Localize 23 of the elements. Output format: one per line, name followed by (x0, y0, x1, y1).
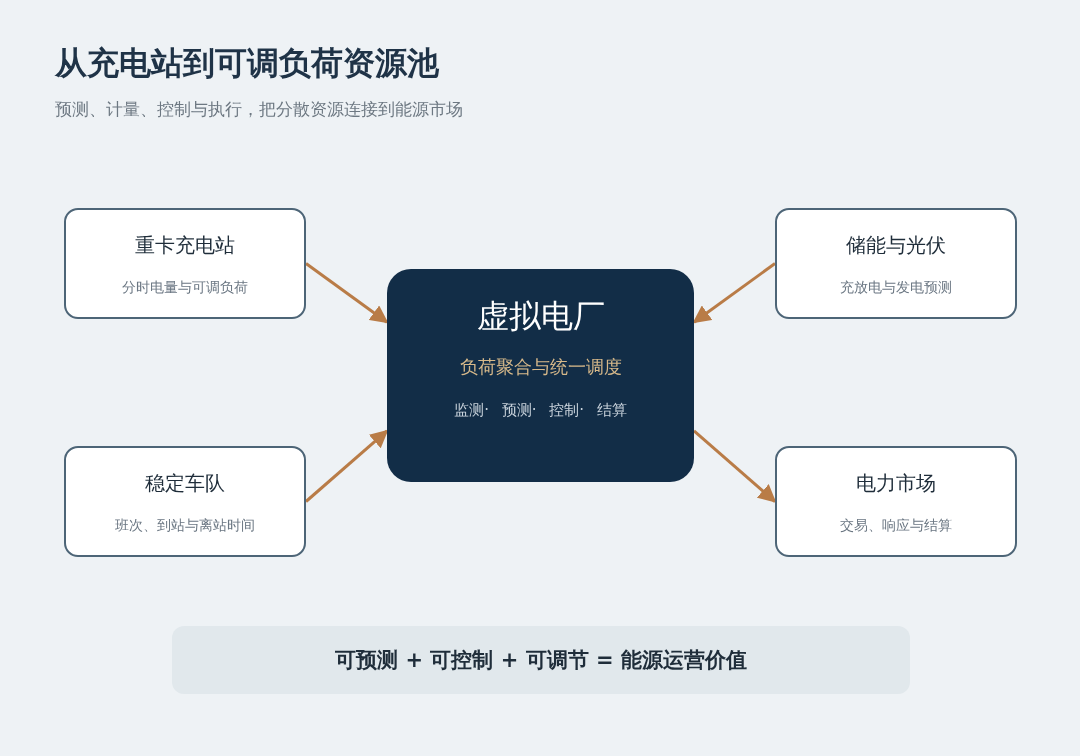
source-card (775, 446, 1017, 557)
card-title: 电力市场 (856, 470, 936, 497)
hub-box (387, 269, 694, 482)
hub-title: 虚拟电厂 (476, 296, 605, 337)
arrow (305, 262, 389, 324)
card-subtitle: 交易、响应与结算 (840, 517, 952, 535)
arrow (692, 262, 776, 324)
card-title: 储能与光伏 (846, 232, 946, 259)
subtitle: 预测、计量、控制与执行，把分散资源连接到能源市场 (55, 98, 463, 121)
source-card (64, 208, 306, 319)
card-subtitle: 班次、到站与离站时间 (115, 517, 255, 535)
card-title: 稳定车队 (145, 470, 225, 497)
card-subtitle: 充放电与发电预测 (840, 279, 952, 297)
card-title: 重卡充电站 (135, 232, 235, 259)
arrow (693, 429, 777, 503)
source-card (64, 446, 306, 557)
hub-functions: 监测· 预测· 控制· 结算 (454, 401, 627, 420)
card-subtitle: 分时电量与可调负荷 (122, 279, 248, 297)
source-card (775, 208, 1017, 319)
arrow (305, 429, 389, 503)
hub-subtitle: 负荷聚合与统一调度 (459, 355, 622, 379)
title: 从充电站到可调负荷资源池 (55, 43, 439, 84)
summary-text: 可预测 + 可控制 + 可调节 = 能源运营价值 (335, 647, 747, 674)
